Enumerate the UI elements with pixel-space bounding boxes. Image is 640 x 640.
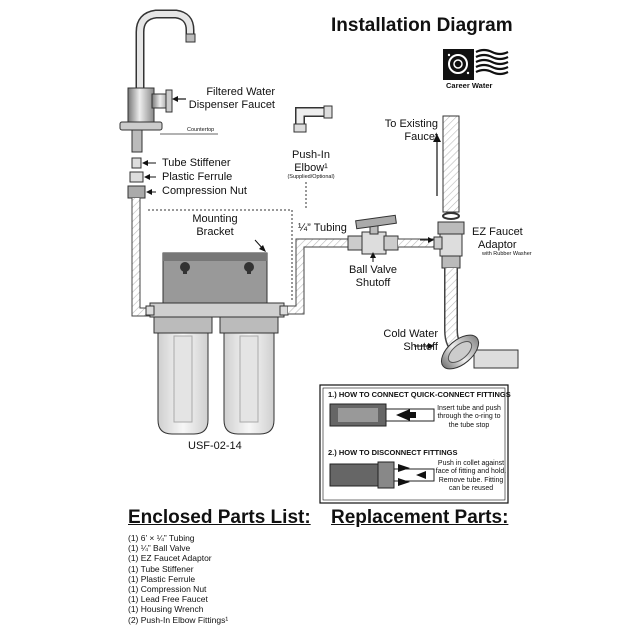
enclosed-parts-list: (1) 6’ × ¼” Tubing (1) ¼” Ball Valve (1)… <box>128 533 228 625</box>
filter-housings <box>145 252 289 435</box>
countertop-label: Countertop <box>187 127 215 133</box>
plastic-ferrule-label: Plastic Ferrule <box>162 171 233 183</box>
list-item: (1) Housing Wrench <box>128 604 204 615</box>
ball-valve-label: Ball Valve Shutoff <box>348 264 398 289</box>
push-in-elbow <box>293 105 333 133</box>
compression-nut-label: Compression Nut <box>162 185 247 197</box>
connect-instructions: Insert tube and push through the o-ring … <box>437 405 501 429</box>
list-item: (1) ¼” Ball Valve <box>128 543 191 554</box>
connect-title: 1.) HOW TO CONNECT QUICK-CONNECT FITTING… <box>328 390 511 399</box>
model-number: USF-02-14 <box>188 440 242 452</box>
brand-logo <box>443 48 509 80</box>
diagram-title: Installation Diagram <box>331 15 513 36</box>
mounting-bracket-label: Mounting Bracket <box>192 213 238 238</box>
disconnect-instructions: Push in collet against face of fitting a… <box>435 460 507 493</box>
cold-water-shutoff-label: Cold Water Shutoff <box>383 328 438 353</box>
ez-faucet-adaptor <box>433 221 465 269</box>
howto-box <box>319 384 509 504</box>
list-item: (1) Lead Free Faucet <box>128 594 208 605</box>
cold-water-shutoff <box>414 334 519 370</box>
list-item: (1) 6’ × ¼” Tubing <box>128 533 195 543</box>
existing-faucet-line <box>433 115 460 220</box>
replacement-parts-heading: Replacement Parts: <box>331 507 509 528</box>
list-item: (2) Push-In Elbow Fittings¹ <box>128 614 229 625</box>
list-item: (1) EZ Faucet Adaptor <box>128 553 212 564</box>
to-existing-faucet-label: To Existing Faucet <box>384 118 438 143</box>
list-item: (1) Plastic Ferrule <box>128 573 196 584</box>
compression-fittings <box>127 157 156 199</box>
faucet-label: Filtered Water Dispenser Faucet <box>188 86 275 111</box>
tube-stiffener-label: Tube Stiffener <box>162 157 231 169</box>
list-item: (1) Compression Nut <box>128 584 207 595</box>
faucet <box>119 9 218 153</box>
brand-name: Career Water <box>446 81 493 90</box>
ball-valve <box>347 214 399 255</box>
disconnect-title: 2.) HOW TO DISCONNECT FITTINGS <box>328 448 458 457</box>
list-item: (1) Tube Stiffener <box>128 563 194 574</box>
ez-faucet-adaptor-label: EZ Faucet Adaptor with Rubber Washer <box>472 226 532 258</box>
enclosed-parts-heading: Enclosed Parts List: <box>128 507 311 528</box>
tubing-label: ¼” Tubing <box>298 222 347 234</box>
push-in-elbow-label: Push-In Elbow¹ (Supplied/Optional) <box>287 149 335 181</box>
